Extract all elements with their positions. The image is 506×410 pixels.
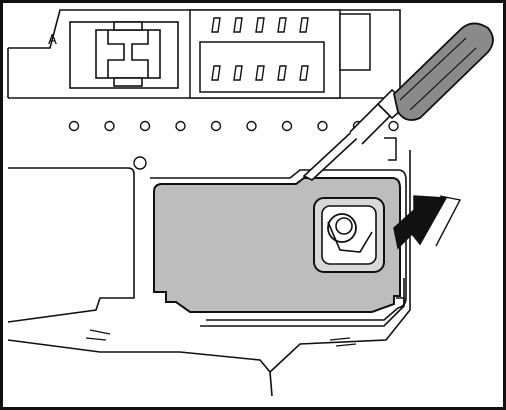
callout-letter: A — [48, 33, 57, 48]
cable-mark — [329, 337, 357, 347]
mounting-hole — [139, 120, 151, 132]
locating-hole — [133, 156, 147, 170]
mounting-hole — [68, 120, 80, 132]
release-latch — [313, 197, 385, 273]
terminal-cell — [299, 17, 309, 33]
terminal-cell — [277, 17, 287, 33]
mounting-hole — [317, 120, 328, 132]
mounting-hole — [175, 120, 186, 132]
terminal-cell — [233, 65, 243, 81]
terminal-cells — [211, 17, 309, 81]
mounting-hole — [388, 120, 399, 132]
screwdriver — [302, 22, 494, 181]
mounting-hole — [104, 120, 115, 132]
terminal-cell — [277, 65, 287, 81]
terminal-cell — [299, 65, 309, 81]
terminal-cell — [211, 65, 221, 81]
screwdriver-handle — [393, 22, 494, 121]
mounting-hole — [246, 120, 257, 132]
mounting-hole — [210, 120, 222, 132]
cable-mark — [85, 329, 111, 341]
panel-notch — [396, 297, 405, 306]
terminal-cell — [255, 17, 265, 33]
terminal-cell — [233, 17, 243, 33]
clip-marker — [384, 137, 397, 161]
removal-arrow — [393, 195, 462, 250]
connector-block — [69, 21, 179, 89]
fuse-terminals — [189, 9, 371, 99]
mounting-hole — [281, 120, 293, 132]
terminal-cell — [211, 17, 221, 33]
terminal-cell — [255, 65, 265, 81]
